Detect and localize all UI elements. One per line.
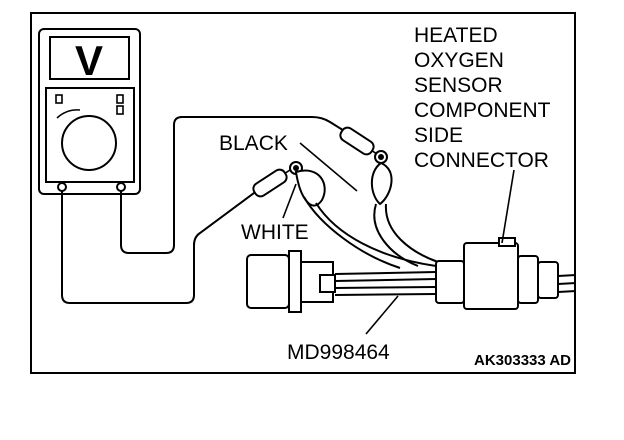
diagram-frame: [30, 12, 576, 374]
voltmeter-jack-left: [57, 182, 67, 192]
black-lead-wire: [120, 116, 347, 254]
black-probe: [339, 126, 388, 164]
voltmeter: V: [38, 28, 141, 195]
white-label: WHITE: [241, 221, 309, 244]
black-label: BLACK: [219, 132, 288, 155]
black-leader-line: [299, 142, 358, 192]
voltmeter-switch-left: [55, 94, 63, 104]
voltmeter-body: [38, 28, 141, 195]
harness-test-leads: [294, 161, 439, 269]
reference-code: AK303333 AD: [474, 352, 571, 369]
sensor-connector: [435, 237, 559, 310]
voltmeter-scale-arc: [56, 109, 81, 119]
voltmeter-dial: [61, 115, 117, 171]
white-leader-line: [282, 183, 297, 219]
sensor-label: HEATED OXYGEN SENSOR COMPONENT SIDE CONN…: [414, 24, 556, 172]
voltmeter-switch-right-bottom: [116, 105, 124, 115]
tool-label: MD998464: [287, 341, 390, 364]
voltmeter-dial-panel: [45, 87, 135, 183]
voltmeter-display: [49, 36, 130, 80]
voltmeter-jack-right: [116, 182, 126, 192]
voltmeter-switch-right-top: [116, 94, 124, 104]
white-lead-wire: [61, 189, 259, 304]
sensor-leader-line: [501, 169, 515, 244]
white-probe: [252, 161, 303, 198]
voltmeter-display-glyph: V: [75, 37, 103, 84]
harness-connector-left: [246, 250, 336, 313]
harness-wires: [334, 271, 577, 296]
tool-leader-line: [365, 295, 399, 335]
